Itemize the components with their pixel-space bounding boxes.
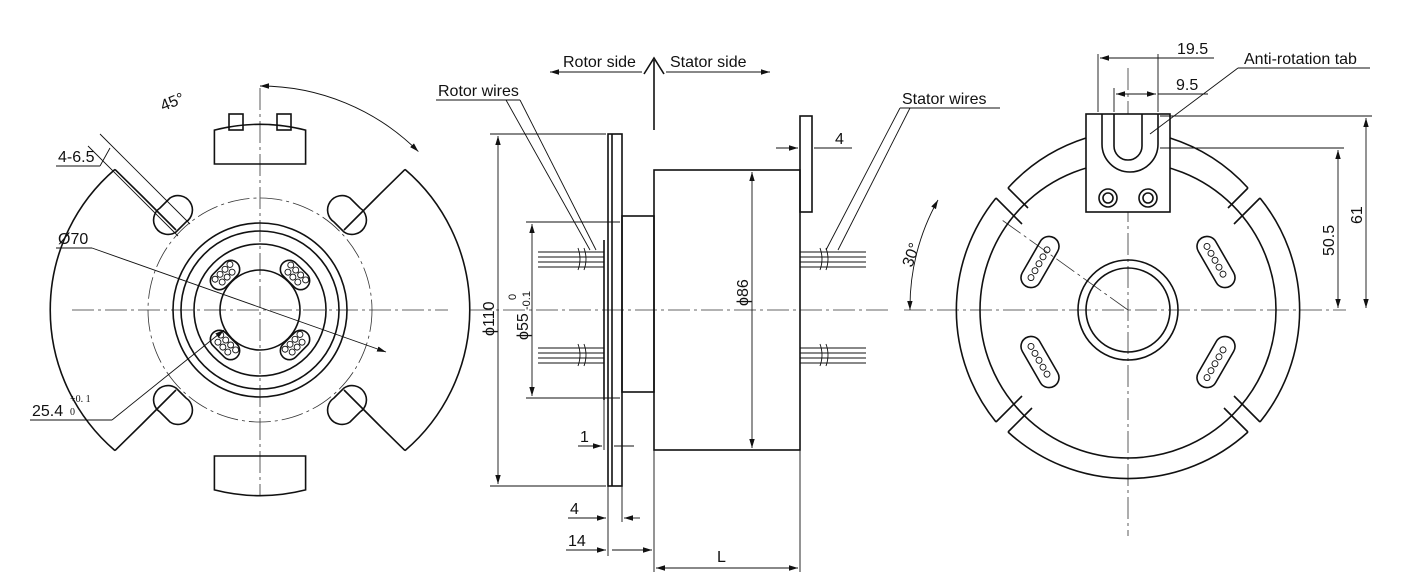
dia25-tol-upper: +0. 1 [70, 394, 91, 405]
tab-screw-left [1098, 188, 1118, 208]
dim19-5-label: 19.5 [1177, 41, 1208, 58]
dia70-label: Ø70 [58, 231, 88, 248]
dim9-5-label: 9.5 [1176, 77, 1198, 94]
angle-centerline [1001, 219, 1129, 311]
rotor-hub [621, 215, 655, 393]
stator-wires-label: Stator wires [902, 91, 986, 108]
rotor-face-circle [193, 243, 327, 377]
outer-shoulder-circle [172, 222, 348, 398]
front-view-stator-side: 30° 19.5 9.5 Anti-rotation tab 50.5 61 [900, 41, 1372, 536]
angle-30-label: 30° [900, 241, 924, 270]
dia55-label: ϕ55 [515, 313, 532, 340]
front-view-rotor-side: 45° 4-6.5 Ø70 25.4 +0. 1 0 [30, 83, 471, 497]
dim1-label: 1 [580, 429, 589, 446]
dimL-label: L [717, 549, 726, 566]
dim14-label: 14 [568, 533, 586, 550]
tab-slot-inner [1113, 114, 1143, 161]
side-view: Rotor side Stator side Rotor wires Stato… [436, 54, 1000, 572]
holes-label: 4-6.5 [58, 149, 95, 166]
rotor-wire-bundles [538, 247, 604, 367]
rotor-side-label: Rotor side [563, 54, 636, 71]
tab-screw-right [1138, 188, 1158, 208]
inner-shoulder-circle [180, 230, 340, 390]
dim61-label: 61 [1349, 206, 1366, 224]
right-upper-arcs [1007, 137, 1249, 189]
tab-slot-outer [1101, 114, 1159, 173]
angle-45-label: 45° [158, 90, 187, 115]
mounting-slots [152, 194, 368, 426]
stator-side-label: Stator side [670, 54, 747, 71]
rotor-wires-label: Rotor wires [438, 83, 519, 100]
dia55-tol-upper: 0 [507, 294, 519, 300]
anti-rotation-tab-label: Anti-rotation tab [1244, 51, 1357, 68]
right-side-arcs [955, 197, 1301, 423]
right-outer-bore-circle [1077, 259, 1179, 361]
dim4-top-label: 4 [835, 131, 844, 148]
dia25-label: 25.4 [32, 403, 63, 420]
dim4-bottom-label: 4 [570, 501, 579, 518]
top-lug-left [228, 113, 244, 131]
right-arc [404, 168, 471, 452]
dia55-tol-lower: -0.1 [521, 291, 533, 310]
top-lug-right [276, 113, 292, 131]
tab-side [799, 115, 813, 213]
dia25-tol-lower: 0 [70, 407, 75, 418]
bottom-segment [213, 455, 307, 497]
dia86-label: ϕ86 [735, 279, 752, 306]
right-wire-pads [1020, 235, 1236, 389]
stator-wire-bundles [800, 247, 866, 367]
dia110-label: ϕ110 [481, 301, 498, 336]
dim50-5-label: 50.5 [1321, 225, 1338, 256]
right-bottom-arc [1007, 431, 1249, 480]
bore-circle [219, 269, 301, 351]
right-bore-circle [1085, 267, 1171, 353]
left-arc [49, 168, 116, 452]
bolt-circle [147, 197, 373, 423]
